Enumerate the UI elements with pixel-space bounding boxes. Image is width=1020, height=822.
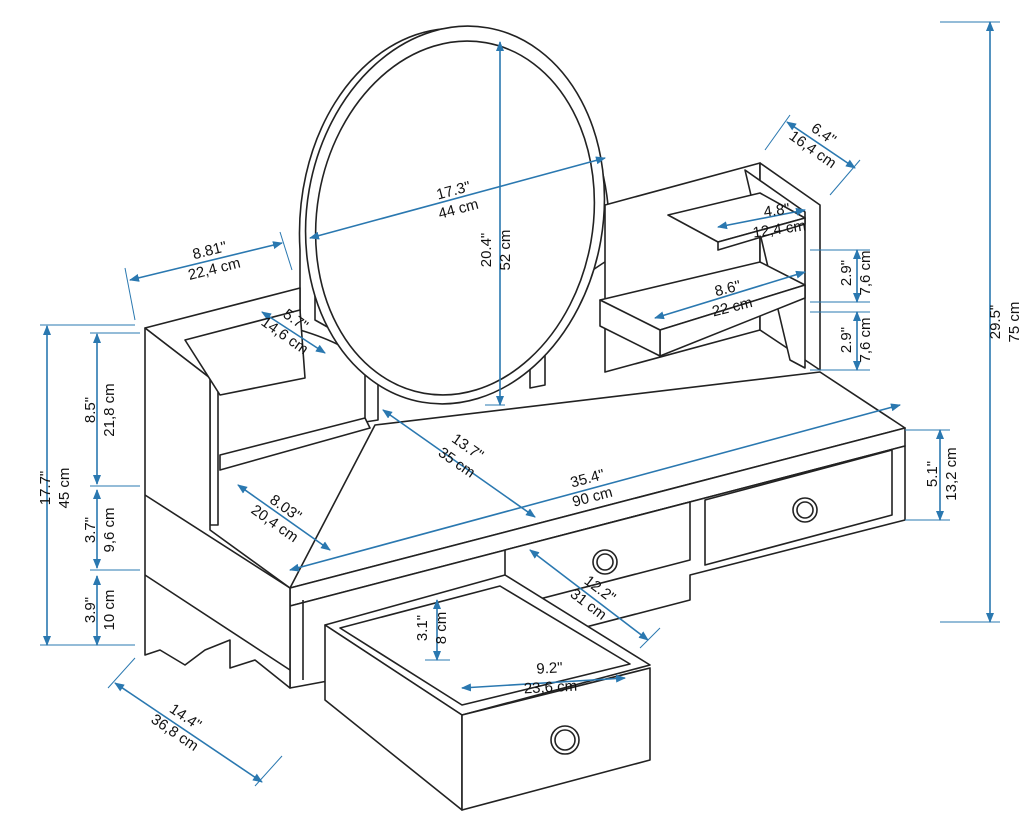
dimension-cm-label: 9,6 cm: [101, 507, 118, 552]
dimension-1: 17.7"45 cm: [37, 324, 135, 646]
extension-line: [124, 267, 136, 321]
dimension-4: 3.9"10 cm: [82, 575, 118, 646]
dimension-20: 3.1"8 cm: [414, 599, 450, 661]
extension-line: [639, 627, 661, 649]
right-shelf-unit: [599, 162, 821, 373]
dimension-inch-label: 4.8": [763, 200, 791, 220]
dimension-21: 9.2"23,6 cm: [461, 659, 626, 698]
dimension-inch-label: 3.9": [82, 597, 99, 623]
extension-line: [829, 159, 861, 196]
dimension-2: 8.5"21,8 cm: [82, 332, 140, 487]
extension-line: [764, 114, 791, 151]
dimension-cm-label: 10 cm: [101, 590, 118, 631]
dimension-17: 8.03"20,4 cm: [237, 484, 331, 551]
dimension-line: [529, 549, 649, 641]
dimension-line: [289, 403, 901, 572]
dimension-cm-label: 45 cm: [56, 468, 73, 509]
dimension-inch-label: 2.9": [838, 260, 855, 286]
extension-line: [107, 657, 136, 689]
dimension-5: 14.4"36,8 cm: [107, 657, 283, 787]
dimension-line: [261, 311, 326, 354]
dimension-cm-label: 52 cm: [497, 230, 514, 271]
dimension-inch-label: 8.5": [82, 397, 99, 423]
dimension-3: 3.7"9,6 cm: [82, 489, 140, 571]
dimension-cm-label: 75 cm: [1006, 302, 1020, 343]
dimension-12: 2.9"7,6 cm: [810, 249, 874, 303]
dimension-line: [654, 270, 806, 320]
dimension-inch-label: 3.7": [82, 517, 99, 543]
dimension-line: [786, 121, 856, 169]
dimension-inch-label: 17.7": [37, 471, 54, 506]
dimension-cm-label: 21,8 cm: [101, 383, 118, 436]
dimension-cm-label: 7,6 cm: [857, 317, 874, 362]
dimension-inch-label: 29.5": [987, 305, 1004, 340]
dimension-cm-label: 8 cm: [433, 612, 450, 645]
dimension-inch-label: 2.9": [838, 327, 855, 353]
extension-line: [279, 231, 293, 271]
dimension-inch-label: 20.4": [478, 233, 495, 268]
dimension-cm-label: 13,2 cm: [943, 447, 960, 500]
dimension-0: 29.5"75 cm: [940, 21, 1020, 623]
dimension-inch-label: 9.2": [536, 659, 563, 677]
dimension-cm-label: 23,6 cm: [523, 678, 577, 698]
dimension-line: [461, 674, 626, 692]
dimension-line: [129, 241, 283, 282]
dimension-line: [237, 484, 331, 551]
dimension-18: 5.1"13,2 cm: [905, 429, 960, 521]
dimension-inch-label: 3.1": [414, 615, 431, 641]
dimension-cm-label: 7,6 cm: [857, 250, 874, 295]
extension-line: [254, 755, 283, 787]
dimension-inch-label: 8.6": [713, 277, 743, 300]
dimension-inch-label: 5.1": [924, 461, 941, 487]
dimension-line: [309, 156, 606, 240]
dimension-13: 2.9"7,6 cm: [810, 311, 874, 371]
dimension-line: [114, 682, 263, 783]
dimension-line: [717, 207, 806, 230]
